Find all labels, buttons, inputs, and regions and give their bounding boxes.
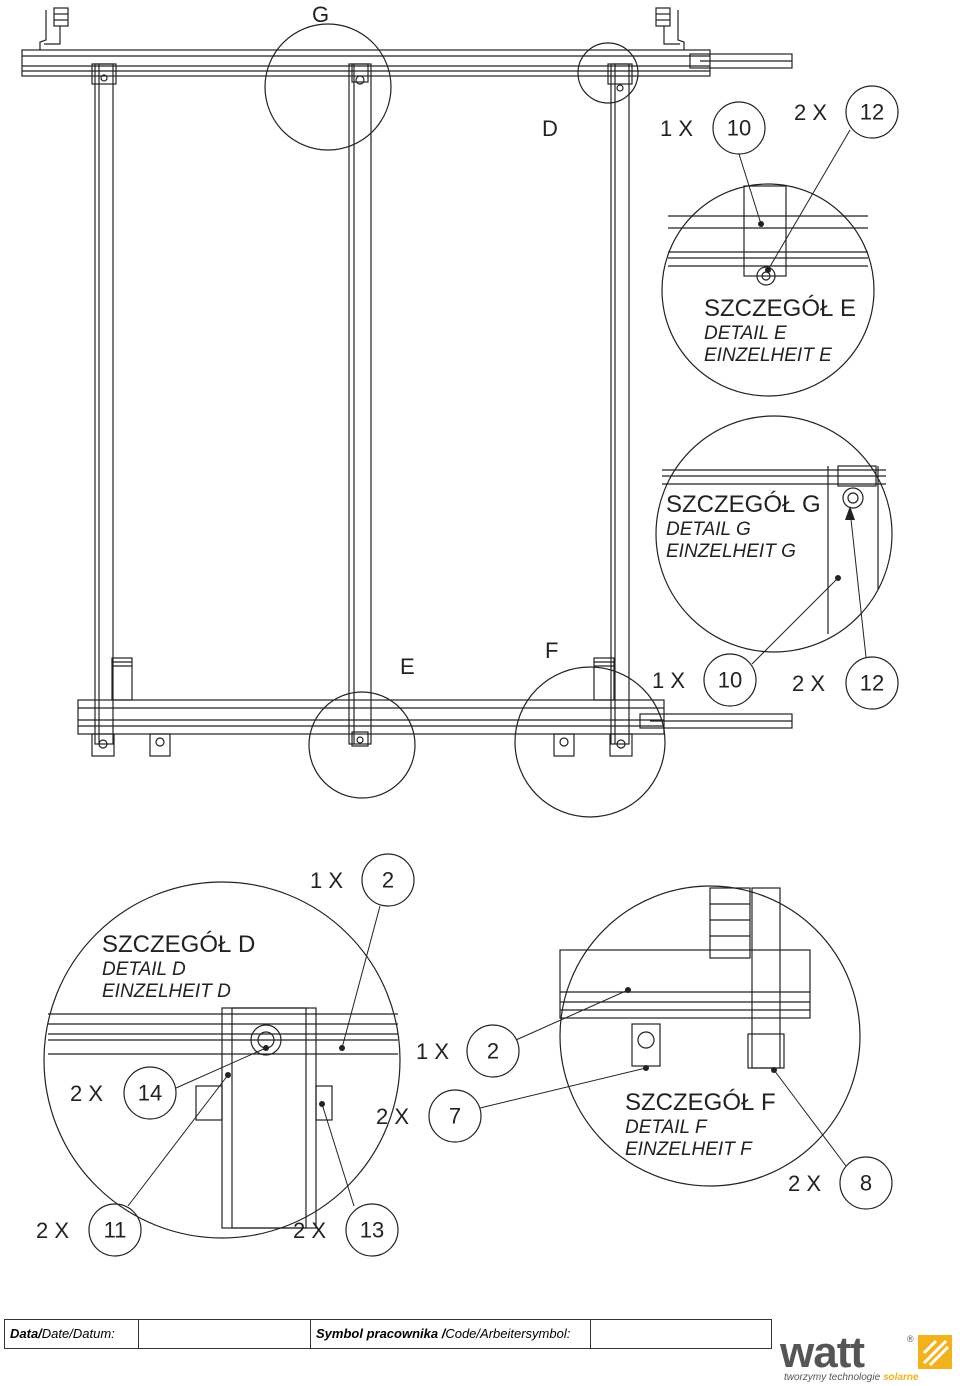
- num-d2: 2: [382, 868, 394, 893]
- num-e12: 12: [860, 100, 884, 125]
- leader-lines: [127, 129, 867, 1207]
- num-d14: 14: [138, 1081, 162, 1106]
- bottom-hooks: [149, 731, 575, 757]
- detail-g-title-en: DETAIL G: [666, 519, 751, 540]
- detail-f-view: [559, 885, 861, 1187]
- detail-mark-d: [577, 42, 639, 104]
- detail-e-view: [661, 183, 875, 397]
- label-d: D: [542, 116, 558, 141]
- detail-e-title-pl: SZCZEGÓŁ E: [704, 295, 856, 322]
- vertical-profile-right: [607, 63, 633, 745]
- num-d11: 11: [104, 1218, 127, 1243]
- logo-wordmark: watt: [780, 1328, 865, 1377]
- code-value-cell[interactable]: [591, 1320, 771, 1348]
- leader-dots: [225, 221, 855, 1107]
- title-block-footer: Data/Date/Datum: Symbol pracownika /Code…: [4, 1319, 772, 1349]
- detail-mark-g: [264, 23, 392, 151]
- qty-f8: 2 X: [788, 1171, 821, 1196]
- top-right-end-clamp: [655, 7, 685, 50]
- detail-g-view: [655, 415, 893, 653]
- label-f: F: [545, 638, 558, 663]
- bottom-right-clamp: [593, 657, 633, 757]
- num-f2: 2: [487, 1039, 499, 1064]
- qty-f7: 2 X: [376, 1104, 409, 1129]
- qty-g12: 2 X: [792, 671, 825, 696]
- num-f7: 7: [449, 1104, 461, 1129]
- date-label-rest: Date/Datum:: [41, 1326, 115, 1341]
- detail-d-title-de: EINZELHEIT D: [102, 981, 231, 1002]
- num-e10: 10: [727, 116, 751, 141]
- label-g: G: [312, 2, 329, 27]
- detail-mark-e: [308, 691, 416, 799]
- date-value-cell[interactable]: [139, 1320, 311, 1348]
- qty-d2: 1 X: [310, 868, 343, 893]
- num-g10: 10: [718, 668, 742, 693]
- qty-g10: 1 X: [652, 668, 685, 693]
- detail-d-view: [43, 881, 401, 1239]
- code-field[interactable]: Symbol pracownika /Code/Arbeitersymbol:: [311, 1320, 591, 1348]
- qty-e10: 1 X: [660, 116, 693, 141]
- assembly-drawing: G D E F 1 X 10 2 X 12 1 X 10 2 X 12 1 X …: [21, 2, 899, 1257]
- detail-f-title-de: EINZELHEIT F: [625, 1139, 753, 1160]
- label-e: E: [400, 654, 415, 679]
- logo-tagline: tworzymy technologie solarne: [784, 1372, 919, 1383]
- detail-f-title-en: DETAIL F: [625, 1117, 708, 1138]
- qty-f2: 1 X: [416, 1039, 449, 1064]
- logo-registered-mark: ®: [907, 1334, 914, 1344]
- qty-e12: 2 X: [794, 100, 827, 125]
- watt-logo: watt ® tworzymy technologie solarne: [780, 1328, 952, 1383]
- detail-d-title-pl: SZCZEGÓŁ D: [102, 931, 255, 958]
- detail-e-title-de: EINZELHEIT E: [704, 345, 832, 366]
- detail-g-title-de: EINZELHEIT G: [666, 541, 796, 562]
- logo-tagline-a: tworzymy technologie: [784, 1372, 883, 1383]
- detail-d-title-en: DETAIL D: [102, 959, 186, 980]
- qty-d13: 2 X: [293, 1218, 326, 1243]
- detail-g-title-pl: SZCZEGÓŁ G: [666, 491, 821, 518]
- detail-mark-f: [514, 666, 666, 818]
- top-left-end-clamp: [39, 7, 69, 50]
- qty-d14: 2 X: [70, 1081, 103, 1106]
- vertical-profile-center: [348, 63, 372, 745]
- num-d13: 13: [360, 1218, 384, 1243]
- date-label-bold: Data/: [10, 1326, 42, 1341]
- num-g12: 12: [860, 671, 884, 696]
- code-label-bold: Symbol pracownika /: [316, 1326, 446, 1341]
- date-field[interactable]: Data/Date/Datum:: [5, 1320, 139, 1348]
- bottom-rail: [77, 699, 793, 735]
- detail-e-title-en: DETAIL E: [704, 323, 787, 344]
- qty-d11: 2 X: [36, 1218, 69, 1243]
- callout-bubbles: [88, 85, 899, 1257]
- code-label-rest: Code/Arbeitersymbol:: [445, 1326, 571, 1341]
- detail-f-title-pl: SZCZEGÓŁ F: [625, 1089, 776, 1116]
- bottom-left-clamp: [91, 657, 133, 757]
- logo-tagline-b: solarne: [882, 1372, 919, 1383]
- logo-sun-icon: [918, 1335, 952, 1369]
- vertical-profile-left: [91, 63, 117, 745]
- top-rail: [21, 49, 793, 77]
- num-f8: 8: [860, 1171, 872, 1196]
